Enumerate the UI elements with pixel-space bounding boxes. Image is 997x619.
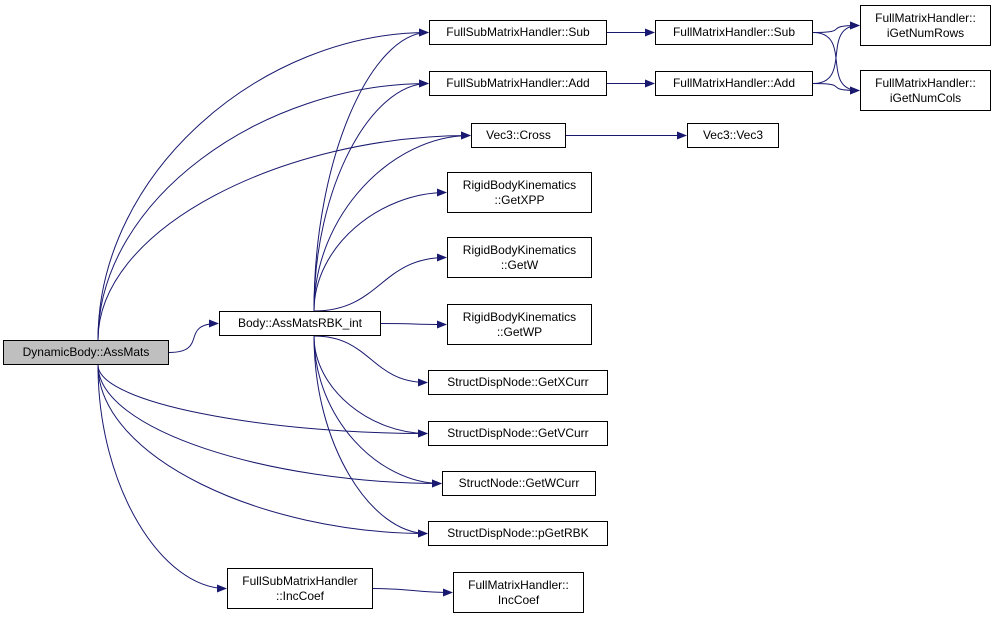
- node-fullsubmatrixhandler-sub[interactable]: FullSubMatrixHandler::Sub: [429, 20, 607, 45]
- node-fullsubmatrixhandler-inccoef[interactable]: FullSubMatrixHandler ::IncCoef: [227, 568, 373, 609]
- edge-body_assmatsrbk_int-to-sdn_getxcurr: [313, 335, 428, 387]
- node-structnode-getwcurr[interactable]: StructNode::GetWCurr: [442, 471, 596, 496]
- node-label-line: StructDispNode::pGetRBK: [447, 526, 589, 540]
- node-fullmatrixhandler-igetnumcols[interactable]: FullMatrixHandler:: iGetNumCols: [860, 70, 991, 111]
- node-fullmatrixhandler-sub[interactable]: FullMatrixHandler::Sub: [655, 20, 813, 45]
- edge-body_assmatsrbk_int-to-rbk_getw: [313, 253, 447, 312]
- edge-body_assmatsrbk_int-to-sdn_getvcurr: [313, 335, 428, 438]
- node-label-line: RigidBodyKinematics: [462, 242, 577, 257]
- edge-full_add-to-full_getnumrows: [812, 21, 860, 84]
- node-label-line: FullMatrixHandler::: [875, 75, 976, 90]
- node-label-line: FullMatrixHandler::: [875, 10, 976, 25]
- edge-dynamic_body_assmats-to-body_assmatsrbk_int: [168, 319, 219, 353]
- edge-dynamic_body_assmats-to-fullsub_add: [97, 79, 429, 341]
- node-label-line: ::GetXPP: [494, 192, 545, 207]
- node-label-line: FullSubMatrixHandler::Add: [446, 76, 590, 90]
- node-rigidbodykinematics-getwp[interactable]: RigidBodyKinematics ::GetWP: [447, 304, 592, 345]
- node-label-line: iGetNumRows: [886, 25, 965, 40]
- node-rigidbodykinematics-getxpp[interactable]: RigidBodyKinematics ::GetXPP: [447, 172, 592, 213]
- edge-body_assmatsrbk_int-to-fullsub_add: [313, 79, 429, 312]
- edge-full_sub-to-full_getnumcols: [812, 32, 860, 95]
- node-label-line: FullSubMatrixHandler: [242, 573, 358, 588]
- node-label-line: ::IncCoef: [275, 588, 325, 603]
- edge-body_assmatsrbk_int-to-fullsub_sub: [313, 28, 429, 312]
- node-structdispnode-getxcurr[interactable]: StructDispNode::GetXCurr: [428, 370, 608, 395]
- node-structdispnode-getvcurr[interactable]: StructDispNode::GetVCurr: [428, 421, 608, 446]
- node-label-line: StructDispNode::GetVCurr: [447, 426, 589, 440]
- node-dynamic-body-assmats[interactable]: DynamicBody::AssMats: [3, 340, 169, 365]
- node-label-line: Vec3::Vec3: [702, 128, 764, 142]
- node-label-line: FullSubMatrixHandler::Sub: [446, 25, 590, 39]
- node-vec3-vec3[interactable]: Vec3::Vec3: [687, 123, 779, 148]
- node-fullmatrixhandler-inccoef[interactable]: FullMatrixHandler:: IncCoef: [453, 572, 584, 613]
- node-label-line: RigidBodyKinematics: [462, 177, 577, 192]
- node-rigidbodykinematics-getw[interactable]: RigidBodyKinematics ::GetW: [447, 237, 592, 278]
- node-label-line: DynamicBody::AssMats: [22, 345, 150, 359]
- node-label-line: StructDispNode::GetXCurr: [447, 375, 589, 389]
- edge-dynamic_body_assmats-to-fullsub_inccoef: [97, 364, 227, 593]
- node-label-line: StructNode::GetWCurr: [458, 476, 580, 490]
- node-label-line: FullMatrixHandler::Add: [672, 76, 796, 90]
- node-vec3-cross[interactable]: Vec3::Cross: [471, 123, 566, 148]
- node-fullmatrixhandler-igetnumrows[interactable]: FullMatrixHandler:: iGetNumRows: [860, 5, 991, 46]
- node-body-assmatsrbk-int[interactable]: Body::AssMatsRBK_int: [219, 311, 381, 336]
- node-label-line: ::GetW: [500, 257, 539, 272]
- edge-body_assmatsrbk_int-to-sn_getwcurr: [313, 335, 442, 488]
- node-label-line: iGetNumCols: [889, 90, 962, 105]
- edge-dynamic_body_assmats-to-vec3_cross: [97, 131, 471, 341]
- node-label-line: IncCoef: [497, 592, 540, 607]
- edge-full_add-to-full_getnumcols: [812, 83, 860, 95]
- edge-body_assmatsrbk_int-to-rbk_getxpp: [313, 188, 447, 312]
- node-label-line: Vec3::Cross: [486, 128, 551, 142]
- node-label-line: RigidBodyKinematics: [462, 309, 577, 324]
- edge-full_sub-to-full_getnumrows: [812, 21, 860, 33]
- edge-body_assmatsrbk_int-to-sdn_pgetrbk: [313, 335, 428, 538]
- edge-dynamic_body_assmats-to-sdn_pgetrbk: [97, 364, 428, 538]
- node-label-line: FullMatrixHandler::: [468, 577, 569, 592]
- node-fullmatrixhandler-add[interactable]: FullMatrixHandler::Add: [655, 71, 813, 96]
- edge-fullsub_inccoef-to-full_inccoef: [372, 588, 453, 597]
- node-label-line: FullMatrixHandler::Sub: [672, 25, 796, 39]
- edge-body_assmatsrbk_int-to-vec3_cross: [313, 131, 471, 312]
- edge-dynamic_body_assmats-to-sdn_getvcurr: [97, 364, 428, 438]
- edge-body_assmatsrbk_int-to-rbk_getwp: [380, 320, 447, 329]
- edge-dynamic_body_assmats-to-fullsub_sub: [97, 28, 429, 341]
- node-label-line: ::GetWP: [496, 324, 543, 339]
- node-label-line: Body::AssMatsRBK_int: [237, 316, 363, 330]
- node-fullsubmatrixhandler-add[interactable]: FullSubMatrixHandler::Add: [429, 71, 607, 96]
- edge-dynamic_body_assmats-to-sn_getwcurr: [97, 364, 442, 488]
- node-structdispnode-pgetrbk[interactable]: StructDispNode::pGetRBK: [428, 521, 608, 546]
